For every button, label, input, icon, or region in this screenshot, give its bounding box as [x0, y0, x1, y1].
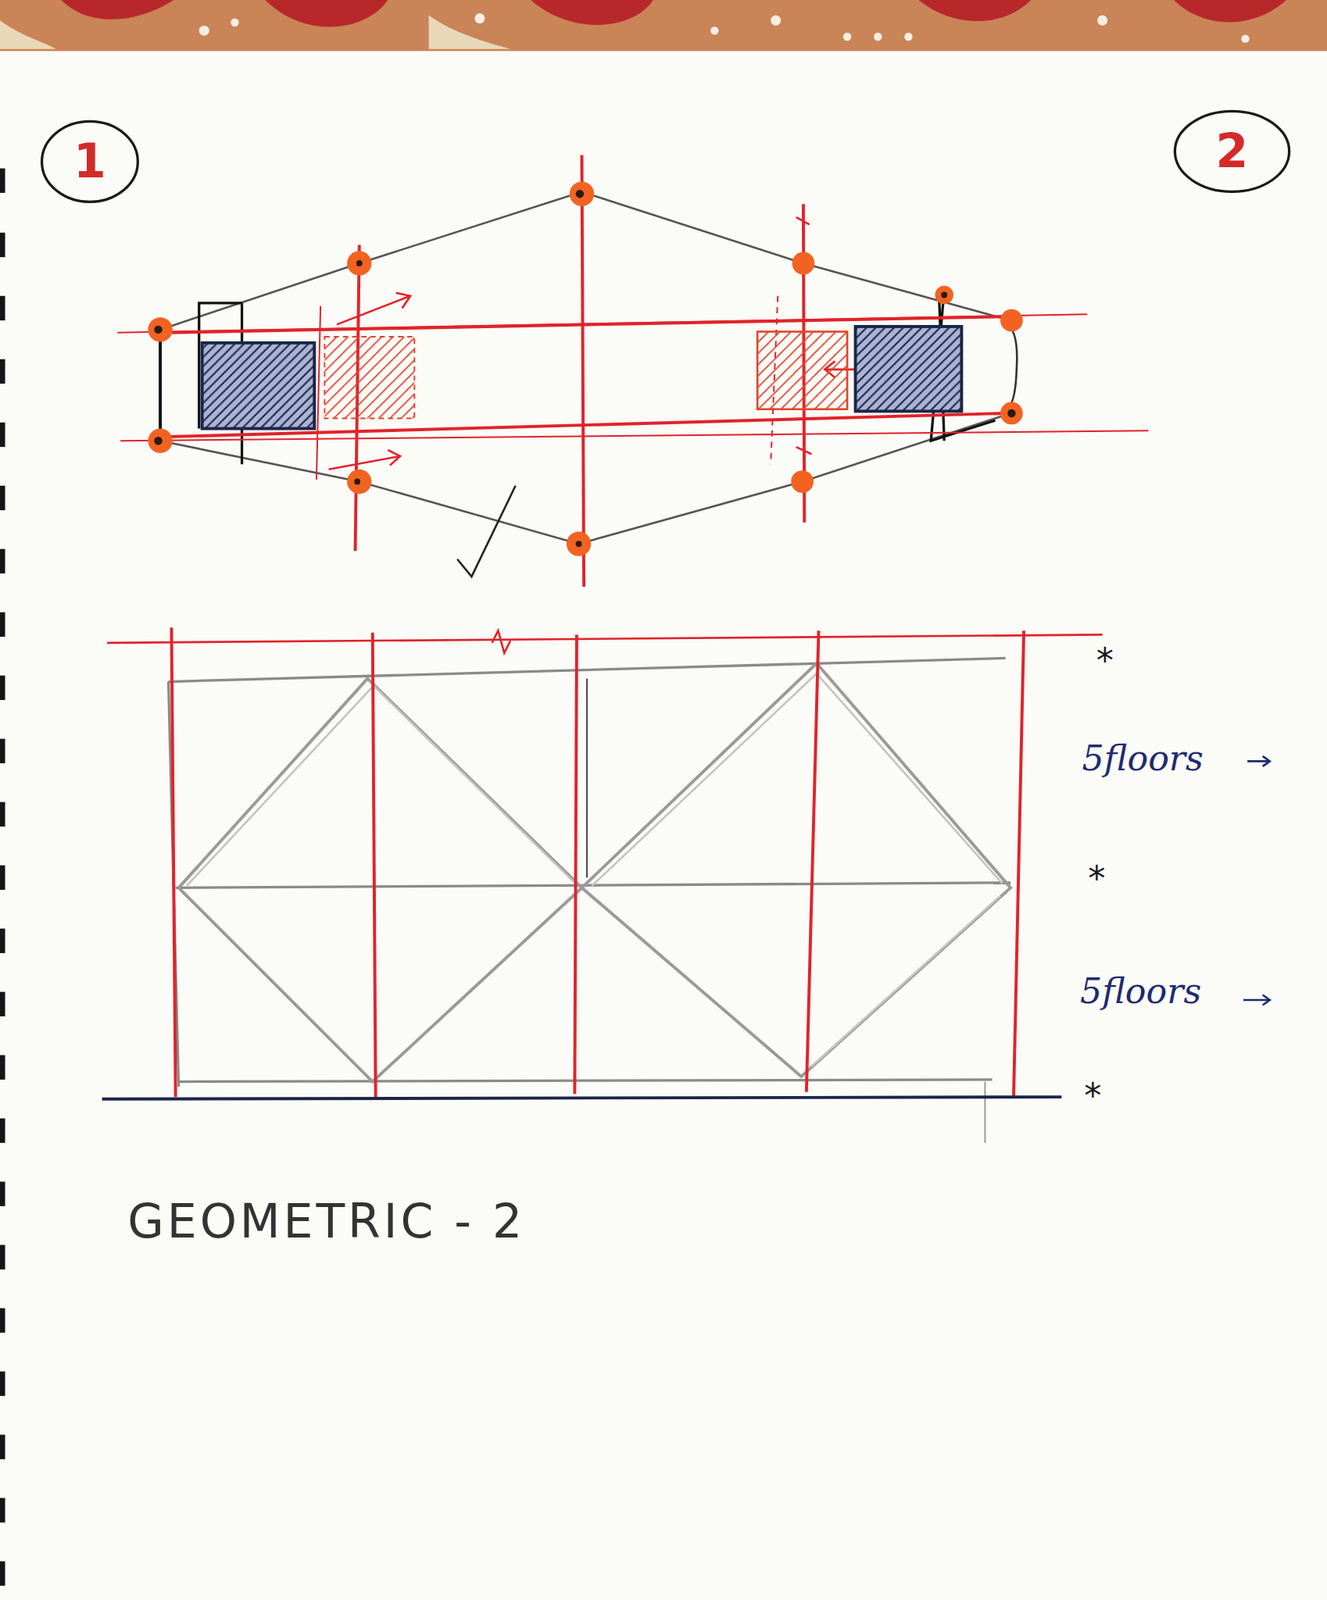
grid-line [107, 634, 1102, 643]
core-block [202, 343, 315, 430]
plan-red-grid [117, 155, 1149, 588]
grid-line [1013, 630, 1024, 1098]
circle-outline [1174, 110, 1289, 192]
floor-count-note: 5floors [1080, 972, 1202, 1012]
floor-line [168, 658, 1006, 682]
node-dots [147, 181, 1023, 556]
diagrid [178, 663, 1012, 1083]
outline-edge [158, 329, 162, 441]
grid-line [806, 630, 820, 1092]
outline-edge [1005, 324, 1018, 411]
node-centres [153, 189, 1016, 548]
grid-line [582, 155, 585, 588]
node-text: 2 [1216, 125, 1249, 177]
circle-outline [42, 121, 139, 202]
diamond-brace [592, 673, 1003, 1067]
node-text-group: 1 [73, 135, 107, 187]
fabric-dots [199, 13, 1250, 43]
edge-line [586, 679, 588, 879]
elevation-frame [168, 658, 1012, 1143]
node-text-group: 2 [1216, 125, 1249, 177]
core-blocks [202, 326, 963, 430]
core-block [855, 326, 963, 412]
diamond-brace [186, 686, 575, 887]
floor-count-note: 5floors [1082, 740, 1204, 779]
arrow [1243, 994, 1270, 1006]
grid-line [171, 627, 176, 1098]
diamond-brace [582, 663, 1012, 1077]
floor-line [178, 1080, 993, 1083]
grid-line [372, 633, 376, 1098]
fabric-strip [0, 0, 1327, 51]
fabric [0, 0, 1327, 51]
grid-line [574, 634, 577, 1095]
level-mark: * [1083, 1077, 1102, 1116]
level-mark: * [1087, 860, 1106, 899]
arrow [1247, 756, 1270, 767]
node-text: 1 [73, 135, 107, 187]
grid-line [120, 430, 1149, 441]
sheet-caption: GEOMETRIC - 2 [127, 1196, 526, 1249]
circled-number: 2 [1173, 108, 1292, 194]
core-block [202, 343, 315, 430]
fabric-pattern [60, 0, 1286, 27]
fabric-pattern [0, 15, 511, 50]
check-mark [457, 486, 516, 577]
core-block [855, 326, 963, 412]
plan-outline [160, 192, 1017, 545]
elevation-red-grid [107, 627, 1102, 1098]
level-arrows [1243, 756, 1270, 1006]
outline-edge [160, 192, 1011, 330]
binding-marks [0, 168, 6, 1587]
edge-line [983, 1082, 986, 1144]
circled-number: 1 [39, 118, 140, 204]
level-mark: * [1096, 641, 1114, 680]
shift-arrow [336, 293, 411, 325]
grid-line [316, 306, 321, 480]
diamond-brace [178, 679, 583, 1083]
ground-line [102, 1097, 1063, 1100]
shifted-core [324, 336, 415, 419]
break-mark [492, 630, 512, 654]
plan-nodes [147, 181, 1023, 556]
shifted-core [757, 331, 848, 409]
shift-arrow [329, 450, 401, 470]
